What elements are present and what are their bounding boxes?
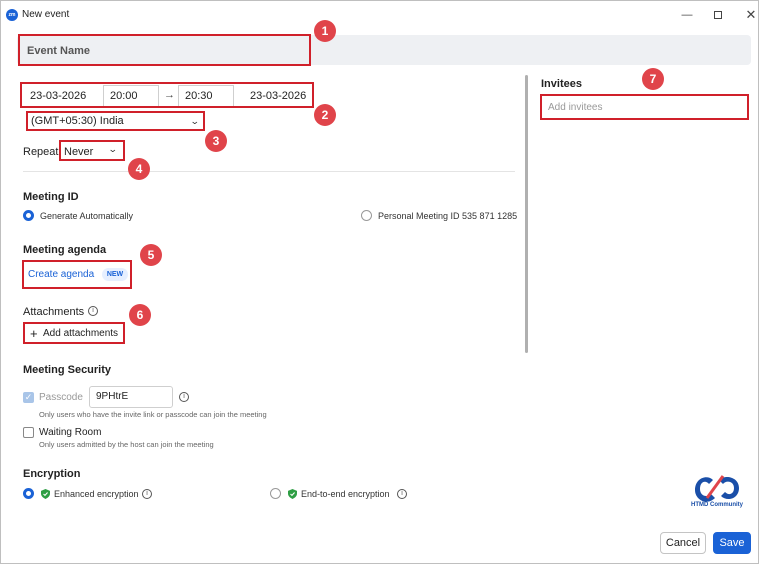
callout-1: 1 (314, 20, 336, 42)
meeting-id-heading: Meeting ID (23, 191, 79, 203)
close-button[interactable]: ✕ (745, 7, 757, 22)
cancel-button[interactable]: Cancel (660, 532, 706, 554)
annotation-box-attachments (23, 322, 125, 344)
new-badge: NEW (102, 268, 128, 281)
add-invitees-placeholder: Add invitees (548, 102, 603, 113)
create-agenda-link[interactable]: Create agenda (28, 269, 95, 280)
info-icon[interactable]: i (397, 489, 407, 499)
timezone-value: (GMT+05:30) India (31, 115, 124, 127)
end-time-field[interactable]: 20:30 (178, 85, 234, 107)
title-bar: zm New event — ✕ (1, 1, 758, 29)
info-icon[interactable]: i (179, 392, 189, 402)
personal-meeting-id-label: Personal Meeting ID 535 871 1285 (378, 211, 518, 221)
callout-3: 3 (205, 130, 227, 152)
shield-check-icon (41, 489, 50, 499)
chevron-down-icon: ⌄ (189, 116, 200, 126)
waiting-room-label: Waiting Room (39, 427, 102, 438)
maximize-icon (714, 11, 722, 19)
chevron-down-icon: ⌄ (107, 144, 118, 154)
callout-6: 6 (129, 304, 151, 326)
enhanced-encryption-label: Enhanced encryption (54, 489, 139, 499)
save-button[interactable]: Save (713, 532, 751, 554)
annotation-box-agenda (22, 260, 132, 289)
add-attachments-label: Add attachments (43, 328, 119, 339)
zoom-app-icon: zm (6, 9, 18, 21)
meeting-security-heading: Meeting Security (23, 364, 112, 376)
invitees-heading: Invitees (541, 78, 582, 90)
annotation-box-timezone (26, 111, 205, 131)
start-time-field[interactable]: 20:00 (103, 85, 159, 107)
personal-meeting-id-radio[interactable] (361, 210, 372, 221)
enhanced-encryption-radio[interactable] (23, 488, 34, 499)
minimize-button[interactable]: — (681, 9, 693, 21)
plus-icon: + (30, 326, 38, 341)
end-date-field[interactable]: 23-03-2026 (243, 85, 313, 107)
scrollbar[interactable] (525, 75, 528, 353)
encryption-heading: Encryption (23, 468, 81, 480)
callout-7: 7 (642, 68, 664, 90)
end-to-end-encryption-label: End-to-end encryption (301, 489, 390, 499)
passcode-hint: Only users who have the invite link or p… (39, 410, 267, 419)
info-icon[interactable]: i (88, 306, 98, 316)
shield-check-icon (288, 489, 297, 499)
repeat-label: Repeat (23, 146, 59, 158)
info-icon[interactable]: i (142, 489, 152, 499)
event-name-input[interactable] (17, 35, 751, 65)
window-title: New event (22, 9, 70, 20)
generate-automatically-label: Generate Automatically (40, 211, 134, 221)
attachments-heading: Attachments (23, 306, 85, 318)
waiting-room-checkbox[interactable] (23, 427, 34, 438)
maximize-button[interactable] (710, 7, 726, 23)
generate-automatically-radio[interactable] (23, 210, 34, 221)
passcode-input[interactable]: 9PHtrE (89, 386, 173, 408)
event-name-placeholder: Event Name (27, 45, 90, 57)
meeting-agenda-heading: Meeting agenda (23, 244, 107, 256)
start-date-field[interactable]: 23-03-2026 (23, 85, 95, 107)
annotation-box-invitees (540, 94, 749, 120)
repeat-value: Never (64, 146, 94, 158)
waiting-room-hint: Only users admitted by the host can join… (39, 440, 214, 449)
section-divider (23, 171, 515, 172)
logo-text: HTMD Community (691, 502, 743, 508)
end-to-end-encryption-radio[interactable] (270, 488, 281, 499)
callout-5: 5 (140, 244, 162, 266)
passcode-checkbox[interactable]: ✓ (23, 392, 34, 403)
htmd-community-logo (695, 475, 739, 502)
annotation-box-datetime (20, 82, 314, 108)
arrow-right-icon: → (164, 89, 175, 101)
passcode-label: Passcode (39, 392, 83, 403)
callout-2: 2 (314, 104, 336, 126)
callout-4: 4 (128, 158, 150, 180)
annotation-box-event-name (18, 34, 311, 66)
annotation-box-repeat (59, 140, 125, 161)
